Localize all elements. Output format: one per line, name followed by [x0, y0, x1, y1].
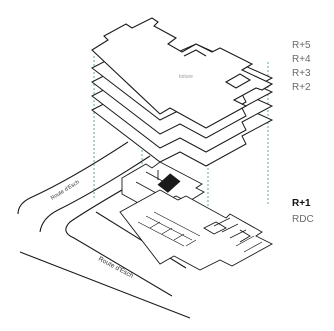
- roof-inner-notch: [183, 49, 207, 57]
- lower-road-edge: [19, 251, 191, 319]
- roof-inner-notch: [224, 73, 252, 89]
- level-label-r1: R+1: [292, 198, 311, 209]
- upper-road-edge-inner: [39, 155, 151, 233]
- rdc-room-grid: [137, 211, 263, 253]
- level-label-r2: R+2: [292, 82, 311, 93]
- vertical-guides: [93, 56, 269, 262]
- rdc-inner-block: [203, 221, 251, 243]
- road-label-upper: Route d'Esch: [50, 179, 81, 201]
- r1-room-line: [135, 170, 169, 195]
- floor-plate-rdc: [119, 189, 273, 271]
- level-labels: R+5 R+4 R+3 R+2 R+1 RDC: [292, 40, 314, 225]
- stair-core-r1: [157, 173, 181, 193]
- level-label-r5: R+5: [292, 40, 311, 51]
- roof-label: toiture: [179, 74, 193, 80]
- roof-plate: [91, 17, 274, 129]
- roof-outline: [91, 17, 274, 129]
- level-label-r4: R+4: [292, 54, 311, 65]
- upper-road-edge: [17, 141, 129, 215]
- road-label-lower: Route d'Esch: [97, 256, 135, 280]
- floor-rdc: [119, 189, 273, 271]
- level-label-r3: R+3: [292, 68, 311, 79]
- level-label-rdc: RDC: [292, 214, 314, 225]
